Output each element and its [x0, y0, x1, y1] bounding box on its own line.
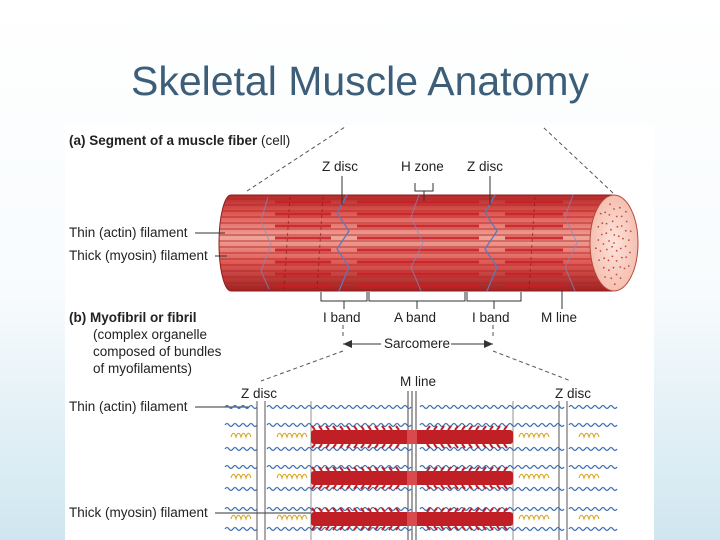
thin-filament-label-b: Thin (actin) filament	[69, 399, 188, 414]
a-band-label: A band	[394, 310, 436, 325]
h-zone-label-a: H zone	[401, 159, 444, 174]
z-disc-label-b-right: Z disc	[555, 386, 591, 401]
myofibril-lattice	[224, 391, 618, 540]
z-disc-label-a-left: Z disc	[322, 159, 358, 174]
thick-filament-label-b: Thick (myosin) filament	[69, 505, 208, 520]
panel-b-desc-3: of myofilaments)	[93, 361, 192, 376]
muscle-fiber-cylinder	[218, 194, 613, 292]
panel-a-heading: (a) Segment of a muscle fiber (cell)	[69, 133, 290, 148]
slide-title: Skeletal Muscle Anatomy	[130, 58, 590, 104]
thin-filament-label-a: Thin (actin) filament	[69, 225, 188, 240]
m-line-label-b: M line	[400, 374, 436, 389]
muscle-figure: (a) Segment of a muscle fiber (cell) Z d…	[65, 125, 654, 540]
panel-b-desc-2: composed of bundles	[93, 344, 222, 359]
thick-filament-label-a: Thick (myosin) filament	[69, 248, 208, 263]
i-band-label-right: I band	[472, 310, 510, 325]
i-band-label-left: I band	[323, 310, 361, 325]
sarcomere-label: Sarcomere	[384, 336, 450, 351]
muscle-diagram-svg: (a) Segment of a muscle fiber (cell) Z d…	[69, 126, 639, 540]
sarcomere-arrow	[343, 340, 493, 348]
z-disc-label-b-left: Z disc	[241, 386, 277, 401]
panel-b-heading: (b) Myofibril or fibril	[69, 310, 197, 325]
z-disc-label-a-right: Z disc	[467, 159, 503, 174]
m-line-label-a: M line	[541, 310, 577, 325]
panel-b-desc-1: (complex organelle	[93, 327, 207, 342]
